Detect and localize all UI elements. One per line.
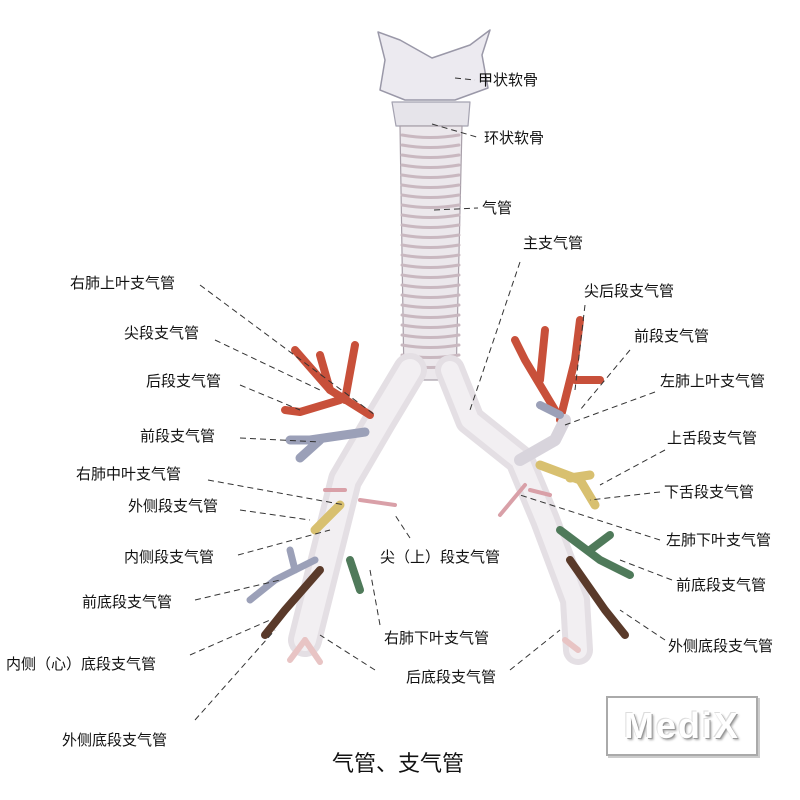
tracheal-ring: [400, 223, 461, 229]
leader-lines: [189, 77, 673, 721]
tracheal-ring: [400, 303, 461, 309]
watermark-logo: MediX: [606, 696, 758, 756]
label-right-posterior: 后段支气管: [146, 372, 222, 390]
tracheal-ring: [400, 173, 461, 179]
tracheal-ring: [400, 233, 461, 239]
tracheal-ring: [400, 133, 461, 139]
tracheal-ring: [400, 213, 461, 219]
label-right-lateral: 外侧段支气管: [128, 497, 219, 515]
label-right-lower-lobe: 右肺下叶支气管: [384, 629, 490, 647]
tracheal-ring: [400, 293, 461, 299]
label-trachea: 气管: [482, 199, 513, 217]
lateral-basal-branches: [261, 556, 629, 639]
diagram-title: 气管、支气管: [332, 752, 465, 777]
left-upper-lobe-stem: [514, 414, 571, 466]
tracheal-ring: [400, 153, 461, 159]
tracheal-ring: [400, 313, 461, 319]
label-superior-lingular: 上舌段支气管: [667, 429, 758, 447]
tracheal-ring: [400, 333, 461, 339]
tracheal-ring: [400, 183, 461, 189]
label-right-lateral-basal: 外侧底段支气管: [62, 731, 168, 749]
tracheal-ring: [400, 323, 461, 329]
tracheal-ring: [400, 143, 461, 149]
label-inferior-lingular: 下舌段支气管: [664, 483, 755, 501]
label-left-anterior: 前段支气管: [634, 327, 710, 345]
tracheal-ring: [400, 273, 461, 279]
label-left-lateral-basal: 外侧底段支气管: [668, 637, 774, 655]
label-main-bronchus: 主支气管: [523, 234, 584, 252]
left-upper-lobe-branches: [511, 316, 604, 424]
label-right-medial: 内侧段支气管: [124, 548, 215, 566]
label-right-middle-lobe: 右肺中叶支气管: [76, 465, 182, 483]
superior-segment-branches: [323, 483, 552, 517]
posterior-basal-branches: [287, 637, 581, 665]
label-posterior-basal: 后底段支气管: [406, 668, 497, 686]
tracheal-ring: [400, 243, 461, 249]
label-left-anterior-basal: 前底段支气管: [676, 576, 767, 594]
label-right-anterior: 前段支气管: [140, 427, 216, 445]
tracheal-ring: [400, 253, 461, 259]
trachea-tube: [399, 125, 463, 381]
right-upper-lobe-branches: [281, 341, 374, 419]
label-thyroid-cartilage: 甲状软骨: [478, 71, 539, 89]
tracheal-ring: [400, 343, 461, 349]
tracheal-ring: [400, 283, 461, 289]
label-superior-segment: 尖（上）段支气管: [380, 548, 501, 566]
right-anterior-basal-branch: [346, 556, 364, 594]
right-middle-lobe-branch: [310, 500, 345, 535]
label-cricoid-cartilage: 环状软骨: [484, 129, 545, 147]
right-anterior-segment-branch: [285, 427, 370, 463]
label-medial-basal: 内侧（心）底段支气管: [6, 655, 157, 673]
label-left-apicoposterior: 尖后段支气管: [584, 282, 675, 300]
tracheal-ring: [400, 263, 461, 269]
label-left-upper-lobe: 左肺上叶支气管: [660, 372, 766, 390]
thyroid-cartilage: [377, 29, 491, 101]
tracheal-ring: [400, 193, 461, 199]
tracheal-ring: [400, 203, 461, 209]
label-left-lower-lobe: 左肺下叶支气管: [666, 531, 772, 549]
label-right-apical: 尖段支气管: [124, 324, 200, 342]
medial-basal-branches: [246, 546, 319, 604]
cricoid-cartilage: [391, 101, 471, 127]
left-anterior-basal-branches: [556, 526, 634, 579]
trachea-illustration: [246, 29, 634, 665]
tracheal-ring: [400, 163, 461, 169]
lingular-branches: [535, 460, 600, 510]
label-right-anterior-basal: 前底段支气管: [82, 593, 173, 611]
label-right-upper-lobe: 右肺上叶支气管: [70, 274, 176, 292]
